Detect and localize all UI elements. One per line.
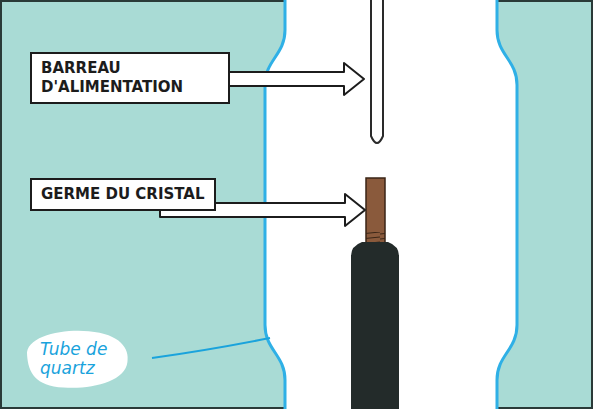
label-bubble: Tube de quartz [18,326,132,391]
crystal-seed [366,178,385,250]
label-text: Tube de quartz [40,340,110,377]
label-box: GERME DU CRISTAL [30,178,216,211]
label-box: BARREAU D'ALIMENTATION [30,52,230,104]
label-text: GERME DU CRISTAL [41,185,205,204]
leader-line [152,338,270,358]
feed-rod [371,0,383,143]
quartz-tube [497,0,517,409]
seed-holder [351,242,399,409]
label-text: BARREAU D'ALIMENTATION [41,59,219,97]
